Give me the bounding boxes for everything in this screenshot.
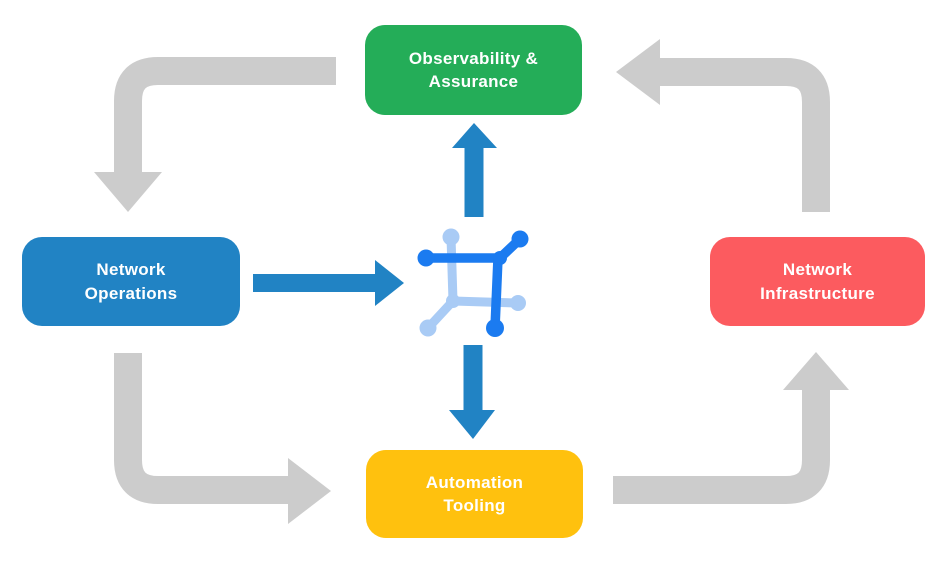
icon-node — [446, 294, 460, 308]
icon-node — [511, 230, 529, 248]
arrow-center-to-auto-head — [449, 410, 495, 439]
node-network-operations: Network Operations — [22, 237, 240, 326]
node-label-line2: Infrastructure — [760, 283, 875, 303]
icon-node — [419, 319, 437, 337]
node-label-line2: Assurance — [428, 72, 519, 91]
arrow-obs-to-ops-shaft — [114, 57, 336, 174]
arrow-infra-to-obs-shaft — [660, 58, 830, 212]
arrow-obs-to-ops-head — [94, 172, 162, 212]
icon-light-bottom-side — [448, 296, 523, 308]
node-label-line1: Network — [96, 260, 166, 280]
gray-cycle-arrows — [114, 57, 830, 504]
icon-dark-nodes — [417, 230, 529, 337]
arrow-ops-to-auto-head — [288, 458, 331, 524]
arrow-auto-to-infra-head — [783, 352, 849, 390]
network-fabric-icon — [417, 228, 529, 337]
node-label-line1: Observability & — [408, 48, 539, 68]
node-label-line1: Automation — [425, 472, 524, 492]
icon-node — [486, 319, 504, 337]
icon-node — [510, 295, 526, 311]
arrow-ops-to-center-head — [375, 260, 404, 306]
icon-node — [417, 249, 435, 267]
node-automation-tooling: Automation Tooling — [366, 450, 583, 538]
arrow-center-to-obs-head — [452, 123, 497, 148]
node-label-line2: Tooling — [443, 496, 506, 515]
icon-node — [493, 251, 507, 265]
node-label-line2: Operations — [84, 283, 178, 303]
icon-node — [442, 228, 460, 246]
node-observability-assurance: Observability & Assurance — [365, 25, 582, 115]
blue-hub-arrows — [253, 148, 484, 410]
node-network-infrastructure: Network Infrastructure — [710, 237, 925, 326]
gray-cycle-arrowheads — [94, 39, 849, 524]
arrow-ops-to-auto-shaft — [114, 353, 290, 504]
arrow-infra-to-obs-head — [616, 39, 660, 105]
arrow-auto-to-infra-shaft — [613, 389, 830, 504]
icon-light-nodes — [419, 228, 526, 337]
node-label-line1: Network — [782, 260, 853, 280]
icon-dark-right-side — [490, 253, 503, 333]
icon-light-left-side — [446, 232, 458, 306]
blue-hub-arrowheads — [375, 123, 497, 439]
